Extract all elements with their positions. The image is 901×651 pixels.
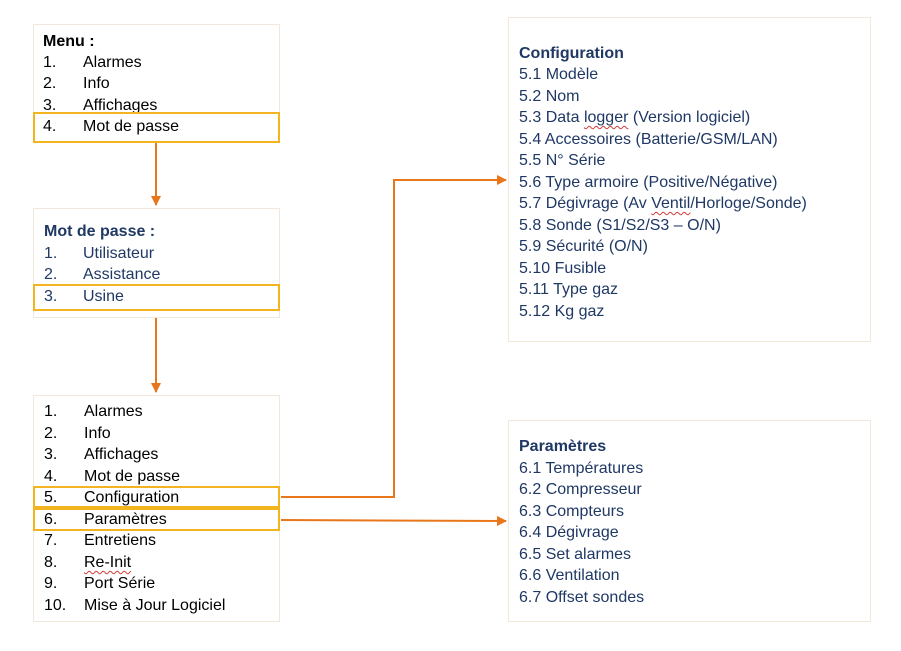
highlight-parametres (33, 508, 280, 531)
configuration-box: Configuration 5.1 Modèle 5.2 Nom 5.3 Dat… (508, 17, 871, 342)
factory-menu-item-label: Port Série (84, 575, 156, 592)
parameters-item[interactable]: 6.7 Offset sondes (519, 589, 645, 606)
menu-item-label: Affichages (83, 97, 158, 114)
menu-item-number: 1. (43, 54, 57, 71)
password-menu-item-label: Utilisateur (83, 245, 155, 262)
configuration-item[interactable]: 5.7 Dégivrage (Av Ventil/Horloge/Sonde) (519, 195, 807, 212)
configuration-item[interactable]: 5.8 Sonde (S1/S2/S3 – O/N) (519, 217, 721, 234)
menu-item-number: 3. (43, 97, 57, 114)
parameters-title: Paramètres (519, 438, 607, 455)
configuration-item[interactable]: 5.4 Accessoires (Batterie/GSM/LAN) (519, 131, 778, 148)
factory-menu-item-number: 6. (44, 511, 58, 528)
menu-item-label: Mot de passe (83, 118, 180, 135)
menu-title: Menu : (43, 33, 95, 50)
configuration-item[interactable]: 5.1 Modèle (519, 66, 599, 83)
parameters-item[interactable]: 6.5 Set alarmes (519, 546, 632, 563)
factory-menu-item-number: 10. (44, 597, 67, 614)
factory-menu-item-number: 5. (44, 489, 58, 506)
factory-menu-item-label: Info (84, 425, 111, 442)
password-menu-item-label: Assistance (83, 266, 161, 283)
factory-menu-item-label: Re-Init (84, 554, 132, 571)
menu-box: Menu : 1. Alarmes 2. Info 3. Affichages … (33, 24, 280, 143)
factory-menu-item-number: 9. (44, 575, 58, 592)
password-menu-item-number: 2. (44, 266, 58, 283)
parameters-item[interactable]: 6.3 Compteurs (519, 503, 624, 520)
parameters-item[interactable]: 6.1 Températures (519, 460, 644, 477)
menu-item-number: 2. (43, 75, 57, 92)
factory-menu-item-label: Affichages (84, 446, 159, 463)
menu-item-label: Info (83, 75, 110, 92)
factory-menu-item-number: 4. (44, 468, 58, 485)
password-menu-box: Mot de passe : 1. Utilisateur 2. Assista… (33, 208, 280, 318)
factory-menu-item-label: Paramètres (84, 511, 167, 528)
password-menu-item-label: Usine (83, 288, 124, 305)
highlight-usine (33, 284, 280, 311)
factory-menu-item-number: 7. (44, 532, 58, 549)
factory-menu-item-label: Entretiens (84, 532, 157, 549)
highlight-mot-de-passe (33, 112, 280, 143)
arrow-to-configuration (281, 175, 507, 498)
password-menu-title: Mot de passe : (44, 223, 156, 240)
factory-menu-item-label: Mise à Jour Logiciel (84, 597, 226, 614)
factory-menu-item-label: Mot de passe (84, 468, 181, 485)
factory-menu-item-label: Configuration (84, 489, 180, 506)
configuration-item[interactable]: 5.5 N° Série (519, 152, 606, 169)
configuration-item[interactable]: 5.12 Kg gaz (519, 303, 605, 320)
configuration-title: Configuration (519, 45, 624, 62)
configuration-item[interactable]: 5.9 Sécurité (O/N) (519, 238, 648, 255)
parameters-box: Paramètres 6.1 Températures 6.2 Compress… (508, 420, 871, 622)
factory-menu-item-number: 1. (44, 403, 58, 420)
configuration-item[interactable]: 5.11 Type gaz (519, 281, 619, 298)
factory-menu-item-number: 8. (44, 554, 58, 571)
configuration-item[interactable]: 5.10 Fusible (519, 260, 607, 277)
parameters-item[interactable]: 6.4 Dégivrage (519, 524, 619, 541)
arrow-to-parameters (280, 515, 507, 526)
configuration-item[interactable]: 5.6 Type armoire (Positive/Négative) (519, 174, 778, 191)
menu-item-number: 4. (43, 118, 57, 135)
configuration-item[interactable]: 5.2 Nom (519, 88, 580, 105)
configuration-item[interactable]: 5.3 Data logger (Version logiciel) (519, 109, 751, 126)
factory-menu-item-number: 3. (44, 446, 58, 463)
menu-item-label: Alarmes (83, 54, 142, 71)
highlight-configuration (33, 486, 280, 508)
factory-menu-item-label: Alarmes (84, 403, 143, 420)
password-menu-item-number: 1. (44, 245, 58, 262)
factory-menu-item-number: 2. (44, 425, 58, 442)
password-menu-item-number: 3. (44, 288, 58, 305)
parameters-item[interactable]: 6.6 Ventilation (519, 567, 620, 584)
parameters-item[interactable]: 6.2 Compresseur (519, 481, 642, 498)
